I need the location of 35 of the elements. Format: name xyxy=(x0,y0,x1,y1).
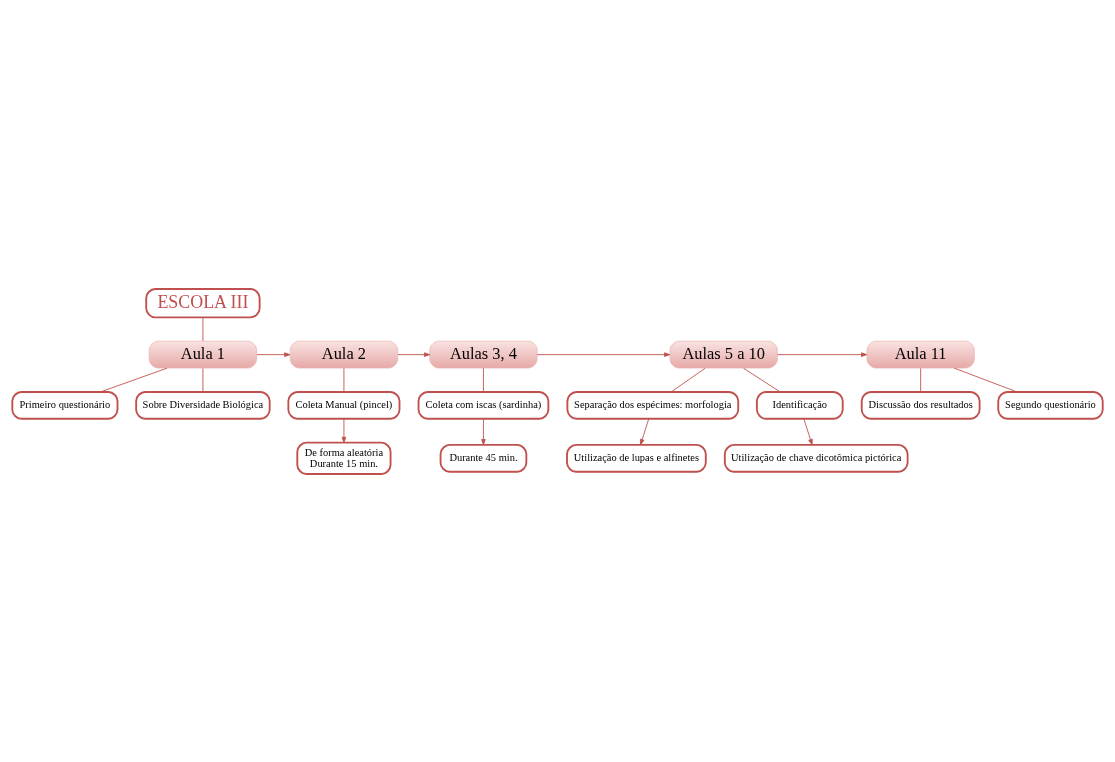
node-box: ESCOLA III xyxy=(145,287,261,318)
arrow xyxy=(803,417,813,445)
connector xyxy=(483,367,484,392)
node-box: Coleta Manual (pincel) xyxy=(287,390,401,420)
connector xyxy=(670,367,706,392)
connector xyxy=(743,367,781,392)
node-box: Separação dos espécimes: morfologia xyxy=(566,390,740,420)
node-box: Utilização de chave dicotômica pictórica xyxy=(723,443,909,473)
arrow xyxy=(536,351,671,357)
node-box: Aulas 5 a 10 xyxy=(669,340,778,368)
connector xyxy=(100,367,168,392)
node-box: Sobre Diversidade Biológica xyxy=(135,390,271,420)
arrow xyxy=(481,417,486,445)
arrow xyxy=(397,351,431,357)
node-box: Identificação xyxy=(755,390,844,420)
node-box: Aula 11 xyxy=(866,340,975,368)
arrow xyxy=(341,417,347,443)
node-box: Primeiro questionário xyxy=(11,390,119,420)
node-box: De forma aleatória Durante 15 min. xyxy=(296,441,392,475)
node-box: Durante 45 min. xyxy=(439,443,528,473)
node-box: Aulas 3, 4 xyxy=(429,340,538,368)
node-box: Discussão dos resultados xyxy=(860,390,981,420)
arrow xyxy=(777,351,868,357)
node-box: Aula 1 xyxy=(148,340,257,368)
node-box: Aula 2 xyxy=(289,340,399,368)
node-box: Segundo questionário xyxy=(997,390,1104,420)
arrow xyxy=(256,351,291,357)
connector xyxy=(202,367,204,392)
arrow xyxy=(639,417,650,445)
node-box: Utilização de lupas e alfinetes xyxy=(566,443,707,473)
connector xyxy=(953,367,1018,392)
connector xyxy=(202,316,204,341)
node-box: Coleta com iscas (sardinha) xyxy=(417,390,550,420)
connector xyxy=(343,367,345,392)
connector xyxy=(920,367,922,392)
